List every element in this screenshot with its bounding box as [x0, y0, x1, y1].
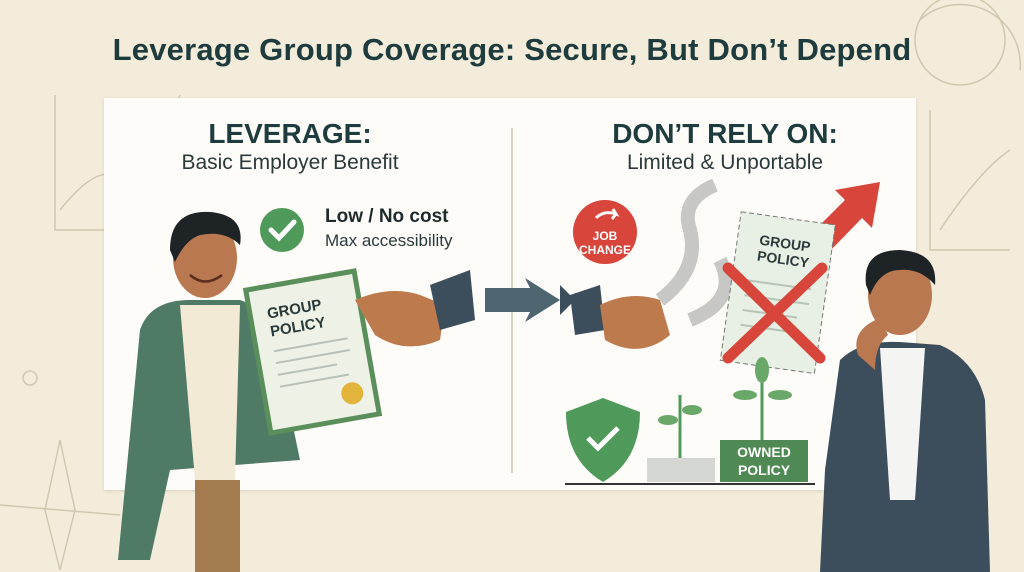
crossed-policy-label-2: POLICY [756, 248, 810, 271]
benefit-detail: Max accessibility [325, 231, 453, 250]
crossed-policy-label-1: GROUP [758, 232, 811, 255]
owned-policy-box [720, 440, 808, 482]
job-change-line-2: CHANGE [579, 243, 631, 257]
arrow-right-icon [485, 278, 575, 322]
happy-person [118, 211, 300, 572]
shield-check-icon [566, 398, 640, 482]
owned-policy-line-1: OWNED [737, 444, 791, 460]
benefit-title: Low / No cost [325, 206, 449, 227]
left-heading: LEVERAGE: [208, 118, 372, 149]
plant-icon [647, 357, 792, 482]
group-policy-certificate [242, 268, 383, 436]
left-subheading: Basic Employer Benefit [181, 151, 399, 174]
job-change-line-1: JOB [593, 229, 618, 243]
right-subheading: Limited & Unportable [626, 151, 824, 174]
right-heading: DON’T RELY ON: [612, 118, 838, 149]
handshake-icon [355, 270, 475, 347]
smoke-icon [655, 178, 733, 327]
page-title: Leverage Group Coverage: Secure, But Don… [112, 32, 912, 67]
job-change-badge-icon [573, 200, 637, 264]
worried-person [820, 250, 990, 572]
red-x-icon [722, 262, 828, 364]
fading-handshake-icon [570, 285, 670, 349]
owned-policy-line-2: POLICY [738, 462, 791, 478]
